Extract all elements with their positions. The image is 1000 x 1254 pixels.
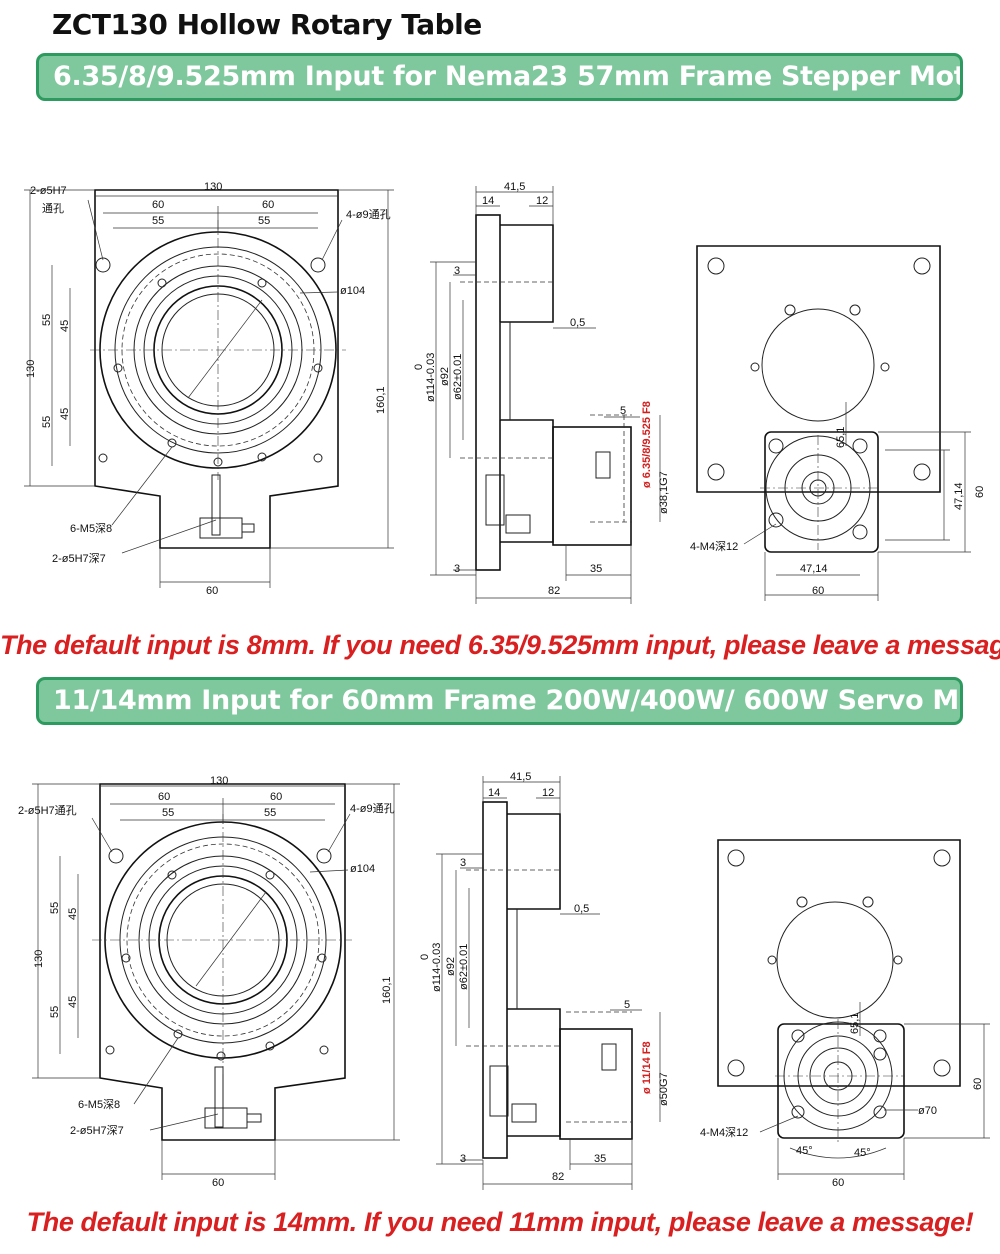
- dim-3b: 3: [454, 563, 460, 575]
- dim-h55b-2: 55: [49, 1006, 61, 1018]
- side-view: 41,5 14 12 3 0,5 3 35 82 5 0 ø114-0.03 ø…: [413, 181, 670, 604]
- dim-h160: 160,1: [375, 386, 387, 414]
- rear-view: 4-M4深12 47,14 60 65,1 47,14 60: [690, 245, 986, 601]
- dim-60a: 60: [152, 199, 164, 211]
- dim-130: 130: [204, 181, 222, 193]
- dim-d62-2: ø62±0.01: [458, 944, 470, 990]
- input-bore: ø 6.35/8/9.525 F8: [641, 401, 653, 488]
- note-4-d9: 4-ø9通孔: [346, 208, 391, 221]
- input-bore-2: ø 11/14 F8: [641, 1041, 653, 1094]
- dim-h45b-2: 45: [67, 996, 79, 1008]
- angle-45b: 45°: [854, 1147, 871, 1159]
- note-4-m4: 4-M4深12: [690, 540, 738, 553]
- dim-h130: 130: [25, 360, 37, 378]
- dim-h130-2: 130: [33, 950, 45, 968]
- dim-35-2: 35: [594, 1153, 606, 1165]
- dim-d70: ø70: [918, 1105, 937, 1117]
- dim-65-1-2: 65,1: [849, 1013, 861, 1034]
- note-pin: 2-ø5H7深7: [52, 552, 106, 565]
- dim-65-1: 65,1: [835, 427, 847, 448]
- dim-h55b: 55: [41, 416, 53, 428]
- dim-h55a-2: 55: [49, 902, 61, 914]
- page-title: ZCT130 Hollow Rotary Table: [52, 8, 482, 41]
- dim-60-bottom: 60: [206, 585, 218, 597]
- dim-d38: ø38,1G7: [658, 471, 670, 514]
- front-view: 130 60 60 55 55 2-ø5H7 通孔 4-ø9通孔 ø104 6-…: [24, 181, 394, 597]
- dim-d104: ø104: [340, 285, 365, 297]
- dim-5: 5: [620, 405, 626, 417]
- dim-41-5: 41,5: [504, 181, 525, 193]
- dim-d104-2: ø104: [350, 863, 375, 875]
- note-2-d5h7-2: 2-ø5H7通孔: [18, 804, 77, 817]
- dim-12: 12: [536, 195, 548, 207]
- dim-d62: ø62±0.01: [452, 354, 464, 400]
- dim-60-bottom-2: 60: [212, 1177, 224, 1189]
- dim-h55a: 55: [41, 314, 53, 326]
- note-2-d5h7: 2-ø5H7: [30, 185, 67, 197]
- dim-d92: ø92: [439, 367, 451, 386]
- dim-60-h: 60: [974, 486, 986, 498]
- dim-h45a-2: 45: [67, 908, 79, 920]
- dim-60b: 60: [262, 199, 274, 211]
- dim-5-2: 5: [624, 999, 630, 1011]
- dim-0-5: 0,5: [570, 317, 585, 329]
- dim-14: 14: [482, 195, 494, 207]
- dim-60-h-2: 60: [972, 1078, 984, 1090]
- dim-0-5-2: 0,5: [574, 903, 589, 915]
- angle-45a: 45°: [796, 1145, 813, 1157]
- dim-60-w: 60: [812, 585, 824, 597]
- dim-55a: 55: [152, 215, 164, 227]
- note-6-m5-2: 6-M5深8: [78, 1098, 120, 1111]
- dim-55b: 55: [258, 215, 270, 227]
- section1-banner: 6.35/8/9.525mm Input for Nema23 57mm Fra…: [36, 53, 963, 101]
- note-pin-2: 2-ø5H7深7: [70, 1124, 124, 1137]
- side-view-2: 41,5 14 12 3 0,5 3 35 82 5 0 ø114-0.03 ø…: [419, 771, 670, 1190]
- dim-3b-2: 3: [460, 1153, 466, 1165]
- note-4-d9-2: 4-ø9通孔: [350, 802, 395, 815]
- dim-47-14-w: 47,14: [800, 563, 828, 575]
- dim-82-2: 82: [552, 1171, 564, 1183]
- dim-41-5-2: 41,5: [510, 771, 531, 783]
- dim-60a-2: 60: [158, 791, 170, 803]
- dim-h45a: 45: [59, 320, 71, 332]
- front-view-2: 130 60 60 55 55 2-ø5H7通孔 4-ø9通孔 ø104 6-M…: [18, 775, 400, 1189]
- section1-drawing: 130 60 60 55 55 2-ø5H7 通孔 4-ø9通孔 ø104 6-…: [24, 181, 986, 604]
- dim-47-14-h: 47,14: [953, 482, 965, 510]
- section2-drawing: 130 60 60 55 55 2-ø5H7通孔 4-ø9通孔 ø104 6-M…: [18, 771, 990, 1190]
- note-6-m5: 6-M5深8: [70, 522, 112, 535]
- note-through-hole: 通孔: [42, 202, 64, 215]
- dim-55a-2: 55: [162, 807, 174, 819]
- dim-12-2: 12: [542, 787, 554, 799]
- dim-d114: ø114-0.03: [425, 353, 437, 402]
- rear-view-2: 4-M4深12 ø70 45° 45° 60 65,1 60: [700, 839, 990, 1189]
- section2-notice: The default input is 14mm. If you need 1…: [26, 1207, 974, 1237]
- dim-d114-2: ø114-0.03: [431, 943, 443, 992]
- section2-banner: 11/14mm Input for 60mm Frame 200W/400W/ …: [36, 677, 963, 725]
- note-4-m4-2: 4-M4深12: [700, 1126, 748, 1139]
- dim-130-2: 130: [210, 775, 228, 787]
- dim-d50: ø50G7: [658, 1072, 670, 1106]
- section1-notice: The default input is 8mm. If you need 6.…: [0, 630, 1000, 660]
- dim-114-top: 0: [413, 364, 425, 370]
- dim-14-2: 14: [488, 787, 500, 799]
- dim-3a-2: 3: [460, 857, 466, 869]
- dim-114-top-2: 0: [419, 954, 431, 960]
- dim-h45b: 45: [59, 408, 71, 420]
- dim-55b-2: 55: [264, 807, 276, 819]
- dim-h160-2: 160,1: [381, 976, 393, 1004]
- dim-3a: 3: [454, 265, 460, 277]
- dim-d92-2: ø92: [445, 957, 457, 976]
- dim-35: 35: [590, 563, 602, 575]
- dim-82: 82: [548, 585, 560, 597]
- dim-60-w-2: 60: [832, 1177, 844, 1189]
- dim-60b-2: 60: [270, 791, 282, 803]
